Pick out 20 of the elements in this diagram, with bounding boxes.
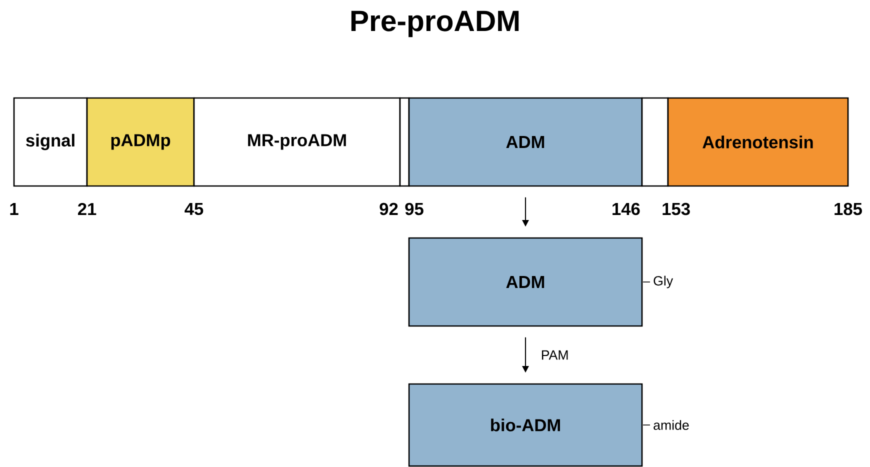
segment-box: ADM [408, 97, 643, 187]
side-label: amide [642, 420, 689, 430]
position-number: 45 [184, 202, 204, 216]
segment-box: pADMp [86, 97, 195, 187]
position-number: 95 [405, 202, 424, 216]
position-number: 153 [662, 202, 690, 216]
process-box: ADM [408, 237, 643, 327]
position-number: 185 [834, 202, 862, 216]
process-box: bio-ADM [408, 383, 643, 467]
title: Pre-proADM [351, 10, 519, 38]
side-label: Gly [642, 276, 674, 288]
position-number: 1 [10, 203, 18, 215]
spacer-box [399, 97, 410, 187]
segment-box: Adrenotensin [667, 97, 849, 187]
position-number: 92 [380, 202, 398, 216]
spacer-box [641, 97, 669, 187]
position-number: 146 [612, 202, 640, 216]
segment-box: signal [13, 97, 88, 187]
edge-label: PAM [542, 350, 568, 360]
position-number: 21 [78, 202, 96, 216]
